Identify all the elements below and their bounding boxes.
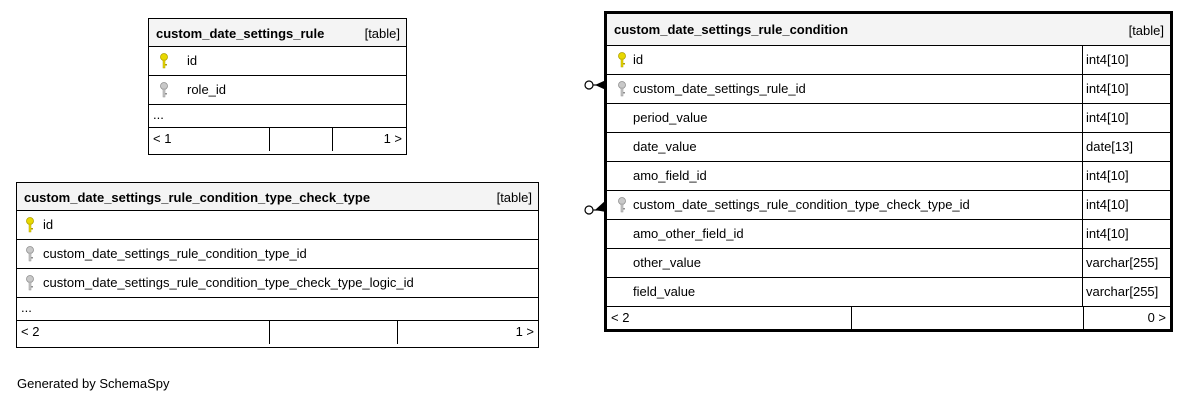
column-type: int4[10] xyxy=(1082,191,1170,219)
column-type: int4[10] xyxy=(1082,75,1170,103)
table-footer: < 1 1 > xyxy=(149,128,406,151)
column-row[interactable]: custom_date_settings_rule_condition_type… xyxy=(607,191,1170,220)
column-row[interactable]: field_value varchar[255] xyxy=(607,278,1170,307)
column-name: id xyxy=(633,52,644,67)
column-name: id xyxy=(187,53,198,68)
column-name: custom_date_settings_rule_condition_type… xyxy=(633,197,970,212)
column-row[interactable]: role_id xyxy=(149,76,406,105)
table-type-label: [table] xyxy=(1128,23,1164,38)
column-row[interactable]: custom_date_settings_rule_id int4[10] xyxy=(607,75,1170,104)
table-name: custom_date_settings_rule_condition xyxy=(614,22,849,37)
relationship-marker-rule-id xyxy=(584,80,607,90)
column-name: custom_date_settings_rule_condition_type… xyxy=(43,246,307,261)
foreign-key-icon xyxy=(26,246,34,262)
table-type-label: [table] xyxy=(496,190,532,205)
footer-divider xyxy=(332,128,333,151)
footer-divider xyxy=(269,321,270,344)
column-name: custom_date_settings_rule_condition_type… xyxy=(43,275,414,290)
table-custom-date-settings-rule-condition-type-check-type[interactable]: custom_date_settings_rule_condition_type… xyxy=(16,182,539,348)
column-name: date_value xyxy=(633,139,697,154)
parents-link[interactable]: < 2 xyxy=(21,324,40,339)
column-row[interactable]: id xyxy=(149,47,406,76)
column-name: amo_other_field_id xyxy=(633,226,744,241)
column-name: other_value xyxy=(633,255,701,270)
primary-key-icon xyxy=(618,52,626,68)
column-name: custom_date_settings_rule_id xyxy=(633,81,806,96)
table-header: custom_date_settings_rule [table] xyxy=(149,19,406,47)
column-row[interactable]: date_value date[13] xyxy=(607,133,1170,162)
footer-divider xyxy=(269,128,270,151)
column-row[interactable]: period_value int4[10] xyxy=(607,104,1170,133)
more-columns-indicator: ... xyxy=(17,298,538,321)
column-type: varchar[255] xyxy=(1082,249,1170,277)
children-link[interactable]: 1 > xyxy=(383,131,402,146)
more-columns-text: ... xyxy=(21,300,32,315)
footer-divider xyxy=(1083,307,1084,330)
more-columns-text: ... xyxy=(153,107,164,122)
generated-by-label: Generated by SchemaSpy xyxy=(17,376,170,391)
column-row[interactable]: amo_other_field_id int4[10] xyxy=(607,220,1170,249)
column-name: period_value xyxy=(633,110,708,125)
column-type: varchar[255] xyxy=(1082,278,1170,306)
column-type: int4[10] xyxy=(1082,46,1170,74)
primary-key-icon xyxy=(26,217,34,233)
table-name: custom_date_settings_rule_condition_type… xyxy=(24,190,371,205)
column-type: date[13] xyxy=(1082,133,1170,161)
table-custom-date-settings-rule[interactable]: custom_date_settings_rule [table] id rol… xyxy=(148,18,407,155)
more-columns-indicator: ... xyxy=(149,105,406,128)
column-type: int4[10] xyxy=(1082,104,1170,132)
table-type-label: [table] xyxy=(364,26,400,41)
children-link[interactable]: 1 > xyxy=(515,324,534,339)
column-row[interactable]: id xyxy=(17,211,538,240)
table-name: custom_date_settings_rule xyxy=(156,26,325,41)
table-header: custom_date_settings_rule_condition_type… xyxy=(17,183,538,211)
column-row[interactable]: other_value varchar[255] xyxy=(607,249,1170,278)
column-name: field_value xyxy=(633,284,696,299)
table-header: custom_date_settings_rule_condition [tab… xyxy=(607,14,1170,46)
column-name: role_id xyxy=(187,82,227,97)
parents-link[interactable]: < 2 xyxy=(611,310,630,325)
relationship-marker-check-type-id xyxy=(584,200,607,215)
footer-divider xyxy=(851,307,852,330)
column-row[interactable]: amo_field_id int4[10] xyxy=(607,162,1170,191)
foreign-key-icon xyxy=(160,82,168,98)
column-row[interactable]: custom_date_settings_rule_condition_type… xyxy=(17,269,538,298)
column-row[interactable]: id int4[10] xyxy=(607,46,1170,75)
column-name: id xyxy=(43,217,54,232)
footer-divider xyxy=(397,321,398,344)
primary-key-icon xyxy=(160,53,168,69)
foreign-key-icon xyxy=(26,275,34,291)
table-custom-date-settings-rule-condition[interactable]: custom_date_settings_rule_condition [tab… xyxy=(604,11,1173,332)
foreign-key-icon xyxy=(618,197,626,213)
table-footer: < 2 1 > xyxy=(17,321,538,344)
column-type: int4[10] xyxy=(1082,220,1170,248)
table-footer: < 2 0 > xyxy=(607,307,1170,330)
column-type: int4[10] xyxy=(1082,162,1170,190)
column-row[interactable]: custom_date_settings_rule_condition_type… xyxy=(17,240,538,269)
column-name: amo_field_id xyxy=(633,168,707,183)
children-link[interactable]: 0 > xyxy=(1147,310,1166,325)
parents-link[interactable]: < 1 xyxy=(153,131,172,146)
foreign-key-icon xyxy=(618,81,626,97)
